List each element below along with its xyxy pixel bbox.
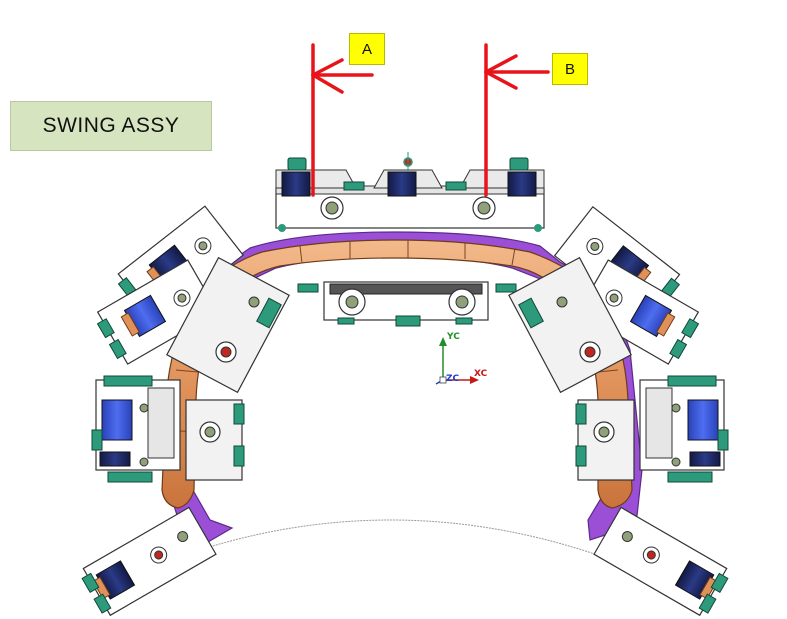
left-mid-swing-module <box>96 259 219 365</box>
diagram-title: SWING ASSY <box>42 114 180 137</box>
section-cut-a <box>311 43 374 197</box>
section-marker-b: B <box>552 53 588 85</box>
axis-label-yc: YC <box>446 332 460 342</box>
left-side-module <box>91 375 181 483</box>
right-side-module <box>639 375 729 483</box>
base-arc-line <box>169 519 613 561</box>
axis-label-zc: ZC <box>446 374 460 384</box>
coordinate-triad-icon: YC XC ZC <box>435 332 488 385</box>
section-cut-b <box>484 43 550 197</box>
lower-roller-carriage <box>297 281 517 327</box>
left-lower-roller-block <box>185 399 245 481</box>
title-label-box: SWING ASSY <box>10 101 212 151</box>
right-roller-block <box>508 256 632 394</box>
axis-label-xc: XC <box>474 369 488 379</box>
left-bottom-module <box>81 506 217 617</box>
section-marker-a: A <box>349 33 385 65</box>
right-mid-swing-module <box>577 259 700 365</box>
left-roller-block <box>166 256 290 394</box>
top-carriage <box>275 152 545 232</box>
right-lower-roller-block <box>575 399 635 481</box>
right-bottom-module <box>593 506 729 617</box>
